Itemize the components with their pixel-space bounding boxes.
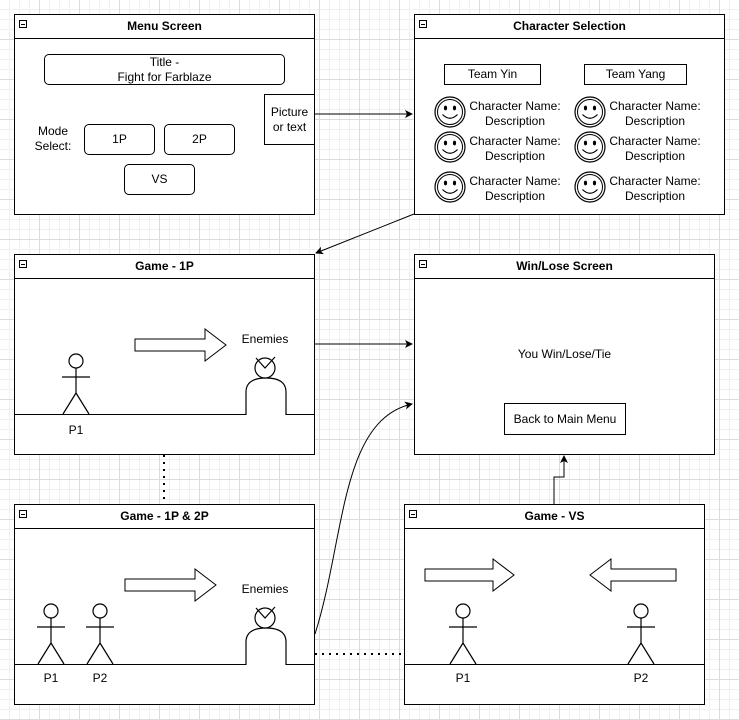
character-name: Character Name: — [609, 134, 701, 148]
character-slot[interactable]: Character Name: Description — [573, 130, 708, 164]
ground-line — [15, 414, 314, 415]
game-1p-2p-title: Game - 1P & 2P — [120, 509, 209, 523]
mode-vs-label: VS — [151, 172, 168, 186]
enemies-label: Enemies — [241, 332, 289, 346]
win-lose-panel: Win/Lose Screen You Win/Lose/Tie Back to… — [414, 254, 715, 455]
stick-figure-icon — [62, 353, 90, 415]
game-vs-panel: Game - VS P1 P2 — [404, 504, 705, 705]
player-1-label: P1 — [455, 671, 471, 685]
player-1-label: P1 — [43, 671, 59, 685]
game-vs-header: Game - VS — [405, 505, 704, 529]
team-yang-label: Team Yang — [605, 67, 666, 81]
connector-game-vs-to-win-lose — [553, 455, 568, 504]
character-description: Description — [484, 189, 546, 203]
enemy-bust-icon — [245, 356, 287, 415]
character-slot[interactable]: Character Name: Description — [433, 95, 568, 129]
character-selection-panel: Character Selection Team Yin Team Yang C… — [414, 14, 725, 215]
character-slot[interactable]: Character Name: Description — [573, 170, 708, 204]
team-yang-box[interactable]: Team Yang — [584, 64, 687, 85]
mode-2p-label: 2P — [192, 132, 207, 146]
win-lose-header: Win/Lose Screen — [415, 255, 714, 279]
smiley-face-icon — [434, 171, 466, 203]
game-1p-2p-panel: Game - 1P & 2P Enemies P1 P2 — [14, 504, 315, 705]
win-lose-title: Win/Lose Screen — [516, 259, 613, 273]
character-description: Description — [624, 149, 686, 163]
game-1p-title: Game - 1P — [135, 259, 194, 273]
game-1p-2p-header: Game - 1P & 2P — [15, 505, 314, 529]
mode-select-label: Mode Select: — [34, 124, 72, 153]
stick-figure-icon — [37, 603, 65, 665]
character-name: Character Name: — [469, 174, 561, 188]
player-2-label: P2 — [92, 671, 108, 685]
character-description: Description — [624, 114, 686, 128]
block-arrow-right-icon — [424, 558, 515, 592]
character-slot[interactable]: Character Name: Description — [573, 95, 708, 129]
character-selection-title: Character Selection — [513, 19, 626, 33]
smiley-face-icon — [574, 131, 606, 163]
game-vs-title: Game - VS — [524, 509, 585, 523]
game-title-text: Title - Fight for Farblaze — [117, 54, 212, 84]
mode-2p-button[interactable]: 2P — [164, 124, 235, 155]
smiley-face-icon — [434, 96, 466, 128]
enemy-bust-icon — [245, 606, 287, 665]
stick-figure-icon — [627, 603, 655, 665]
collapse-icon[interactable] — [19, 20, 27, 28]
collapse-icon[interactable] — [19, 510, 27, 518]
picture-or-text-box: Picture or text — [264, 94, 315, 145]
block-arrow-left-icon — [589, 558, 677, 592]
ground-line — [15, 664, 314, 665]
back-to-main-menu-button[interactable]: Back to Main Menu — [504, 403, 626, 435]
collapse-icon[interactable] — [419, 20, 427, 28]
player-1-label: P1 — [68, 423, 84, 437]
ground-line — [405, 664, 704, 665]
collapse-icon[interactable] — [419, 260, 427, 268]
character-name: Character Name: — [609, 174, 701, 188]
stick-figure-icon — [86, 603, 114, 665]
collapse-icon[interactable] — [409, 510, 417, 518]
team-yin-box[interactable]: Team Yin — [444, 64, 541, 85]
game-1p-panel: Game - 1P Enemies P1 — [14, 254, 315, 455]
game-1p-header: Game - 1P — [15, 255, 314, 279]
menu-screen-header: Menu Screen — [15, 15, 314, 39]
character-description: Description — [484, 114, 546, 128]
enemies-label: Enemies — [241, 582, 289, 596]
character-name: Character Name: — [469, 99, 561, 113]
menu-screen-title: Menu Screen — [127, 19, 202, 33]
collapse-icon[interactable] — [19, 260, 27, 268]
mode-vs-button[interactable]: VS — [124, 164, 195, 195]
character-description: Description — [484, 149, 546, 163]
stick-figure-icon — [449, 603, 477, 665]
block-arrow-right-icon — [124, 568, 217, 602]
character-name: Character Name: — [469, 134, 561, 148]
game-title-box: Title - Fight for Farblaze — [44, 54, 285, 85]
connector-character-selection-to-game-1p — [315, 213, 415, 255]
smiley-face-icon — [434, 131, 466, 163]
mode-1p-button[interactable]: 1P — [84, 124, 155, 155]
connector-game-1p2p-to-win-lose — [314, 401, 413, 635]
mode-1p-label: 1P — [112, 132, 127, 146]
character-name: Character Name: — [609, 99, 701, 113]
team-yin-label: Team Yin — [467, 67, 518, 81]
result-text: You Win/Lose/Tie — [517, 347, 612, 361]
smiley-face-icon — [574, 96, 606, 128]
character-selection-header: Character Selection — [415, 15, 724, 39]
player-2-label: P2 — [633, 671, 649, 685]
character-description: Description — [624, 189, 686, 203]
character-slot[interactable]: Character Name: Description — [433, 130, 568, 164]
block-arrow-right-icon — [134, 328, 227, 362]
smiley-face-icon — [574, 171, 606, 203]
picture-or-text-label: Picture or text — [270, 104, 309, 134]
back-to-main-menu-label: Back to Main Menu — [513, 411, 617, 426]
character-slot[interactable]: Character Name: Description — [433, 170, 568, 204]
